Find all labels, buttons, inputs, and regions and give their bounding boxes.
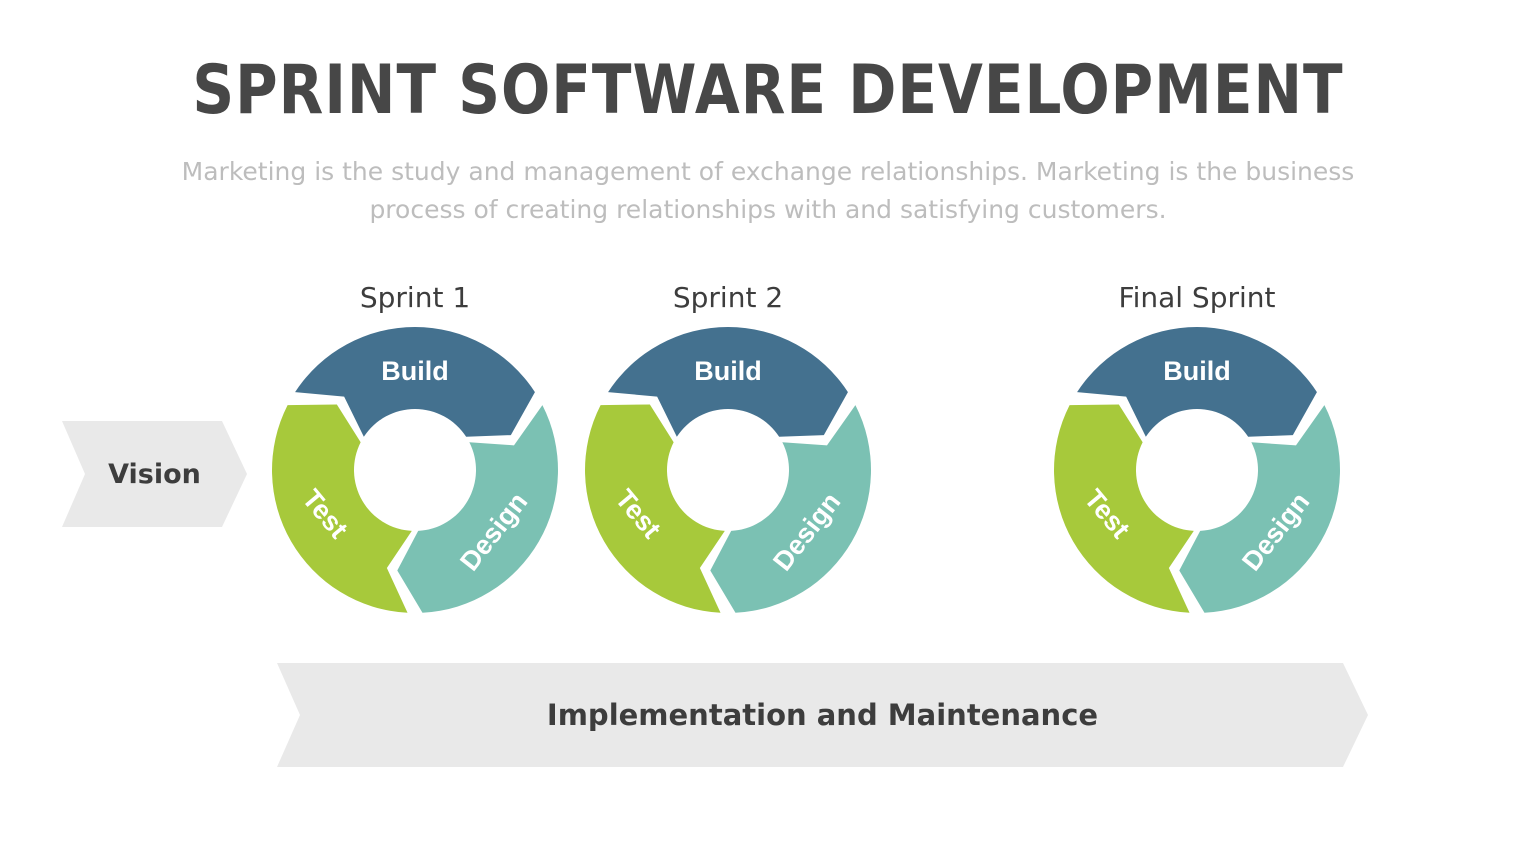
- final-sprint-title: Final Sprint: [1118, 281, 1276, 314]
- segment-design: [397, 405, 558, 613]
- segment-test: [1054, 404, 1194, 613]
- vision-arrow-label: Vision: [108, 458, 201, 490]
- implementation-arrow: Implementation and Maintenance: [277, 663, 1368, 767]
- segment-test: [272, 404, 412, 613]
- segment-build: [1077, 327, 1317, 437]
- segment-label-build: Build: [1163, 356, 1231, 386]
- segment-label-build: Build: [381, 356, 449, 386]
- segment-test: [585, 404, 725, 613]
- segment-build: [295, 327, 535, 437]
- segment-design: [710, 405, 871, 613]
- page-title: SPRINT SOFTWARE DEVELOPMENT: [192, 50, 1344, 130]
- vision-arrow: Vision: [62, 421, 247, 527]
- segment-design: [1179, 405, 1340, 613]
- page-subtitle: Marketing is the study and management of…: [181, 157, 1355, 224]
- segment-build: [608, 327, 848, 437]
- segment-label-build: Build: [694, 356, 762, 386]
- sprint-1-title: Sprint 1: [359, 281, 471, 314]
- implementation-arrow-label: Implementation and Maintenance: [546, 698, 1099, 732]
- sprint-2-title: Sprint 2: [672, 281, 784, 314]
